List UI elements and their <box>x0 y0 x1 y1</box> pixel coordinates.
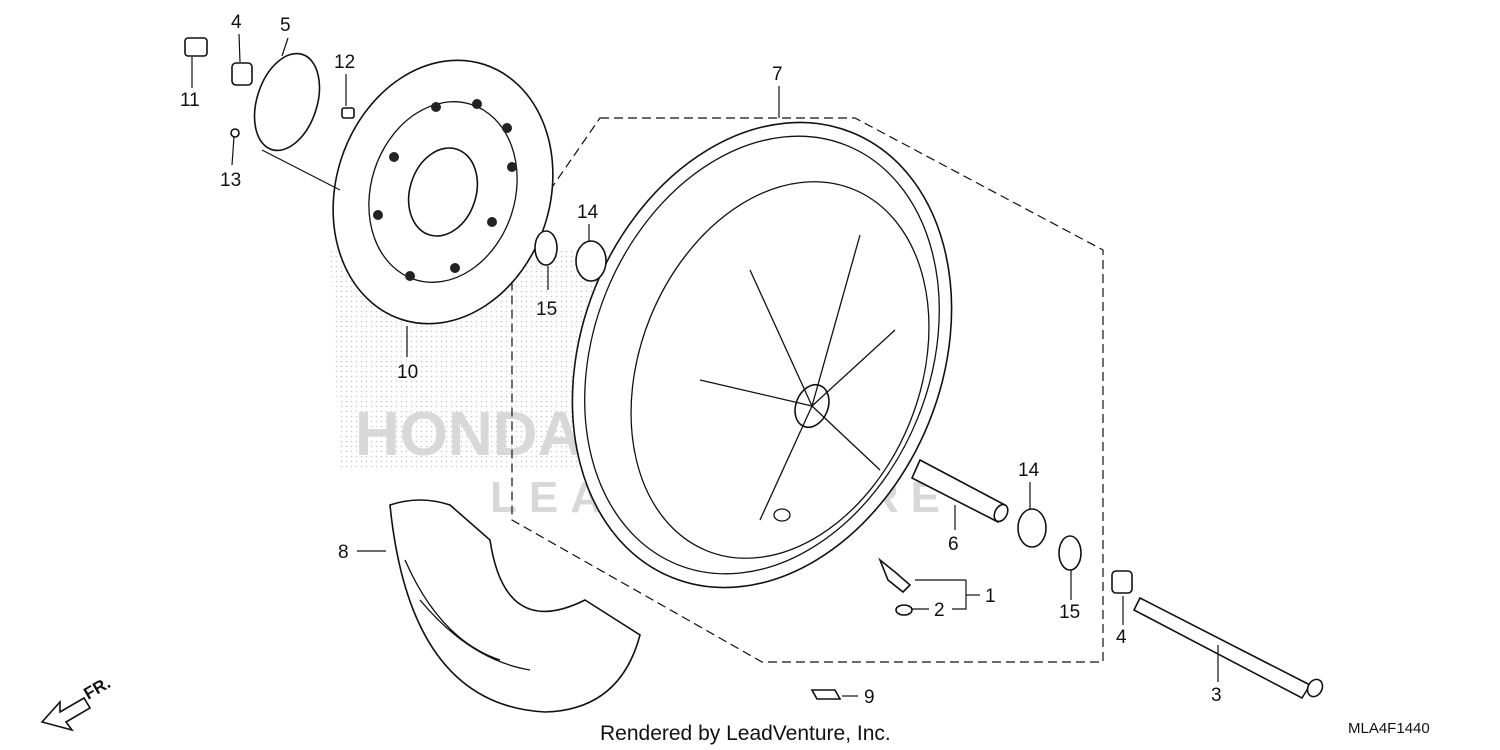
callout-1: 1 <box>985 586 996 607</box>
bearing-upper <box>575 240 607 282</box>
callout-14-lower: 14 <box>1018 460 1040 481</box>
air-valve <box>878 557 912 594</box>
screw-12 <box>341 107 355 119</box>
tire <box>389 499 641 713</box>
callout-13: 13 <box>220 170 241 191</box>
leader-lines <box>191 33 1219 697</box>
callout-9: 9 <box>864 687 875 708</box>
balance-weight <box>810 689 842 700</box>
callout-8: 8 <box>338 542 349 563</box>
dust-seal-upper <box>534 230 558 266</box>
axle <box>1132 596 1324 700</box>
wheel-rim <box>571 121 953 589</box>
callout-11: 11 <box>180 90 200 111</box>
brake-disc <box>332 59 554 325</box>
render-credit: Rendered by LeadVenture, Inc. <box>600 722 891 745</box>
bolt-11 <box>184 37 208 57</box>
callout-4-upper: 4 <box>231 12 242 33</box>
side-collar-lower <box>1111 570 1133 594</box>
pulser-ring <box>253 52 321 152</box>
side-collar-upper <box>231 62 253 86</box>
dust-seal-lower <box>1058 535 1082 571</box>
callout-7: 7 <box>772 64 783 85</box>
bearing-lower <box>1017 508 1047 548</box>
callout-2: 2 <box>934 600 945 621</box>
callout-5: 5 <box>280 15 291 36</box>
front-direction-indicator: FR. <box>40 673 114 732</box>
callout-15-lower: 15 <box>1059 602 1080 623</box>
callout-15-upper: 15 <box>536 299 557 320</box>
callout-4-lower: 4 <box>1116 627 1127 648</box>
callout-12: 12 <box>334 52 355 73</box>
screw-13 <box>230 128 240 138</box>
callout-labels: 4 5 12 11 13 10 7 14 15 14 15 6 8 1 2 4 … <box>180 12 1222 708</box>
distance-collar <box>910 458 1009 524</box>
callout-10: 10 <box>397 362 418 383</box>
callout-6: 6 <box>948 534 959 555</box>
wheel-assembly-outline <box>511 117 1104 663</box>
watermark-brand: HONDA <box>355 400 582 469</box>
diagram-code: MLA4F1440 <box>1348 720 1430 737</box>
o-ring <box>895 604 913 616</box>
callout-14-upper: 14 <box>577 202 599 223</box>
callout-3: 3 <box>1211 685 1222 706</box>
direction-arrow-icon <box>40 696 92 732</box>
